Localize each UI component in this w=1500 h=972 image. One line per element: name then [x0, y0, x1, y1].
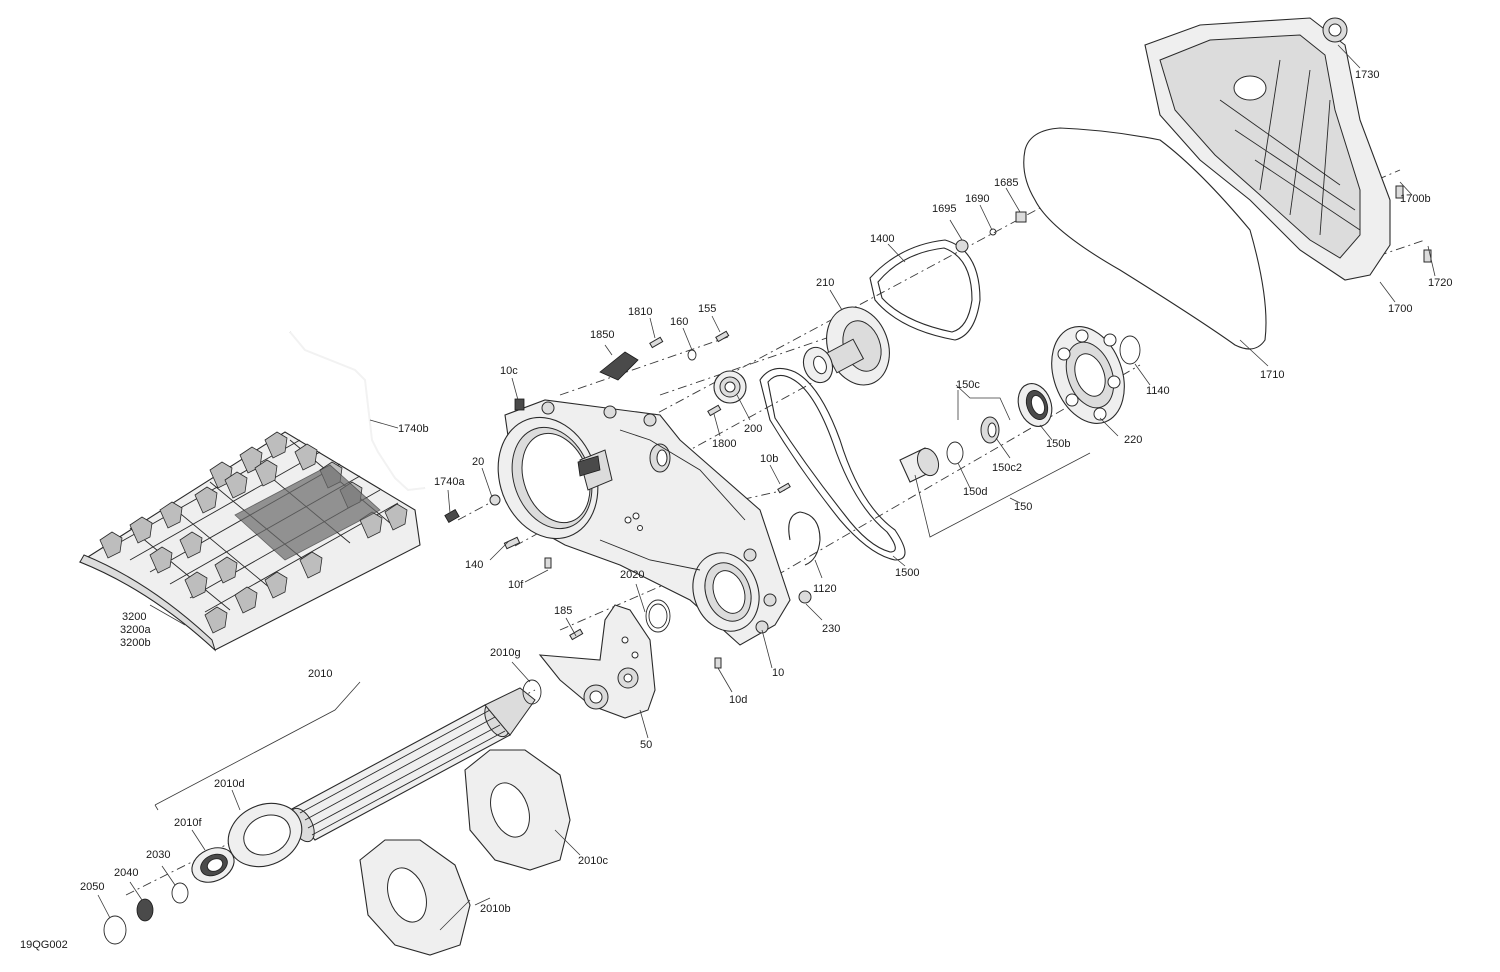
callout-10c: 10c	[500, 365, 518, 377]
gear-210	[802, 306, 890, 386]
callout-2050: 2050	[80, 881, 104, 893]
callout-2010: 2010	[308, 668, 332, 680]
callout-150: 150	[1014, 501, 1032, 513]
drive-sprocket-2010c	[464, 749, 571, 871]
callout-220: 220	[1124, 434, 1142, 446]
outer-cover-1700	[1144, 17, 1391, 281]
callout-1690: 1690	[965, 193, 989, 205]
ring-2050	[103, 915, 127, 945]
chain-1400	[869, 239, 981, 341]
callout-1720: 1720	[1428, 277, 1452, 289]
bearing-150b	[1017, 383, 1053, 427]
callout-1500: 1500	[895, 567, 919, 579]
callout-2010g: 2010g	[490, 647, 521, 659]
callout-2010d: 2010d	[214, 778, 245, 790]
callout-1850: 1850	[590, 329, 614, 341]
diagram-reference-code: 19QG002	[20, 939, 68, 951]
nut-2040	[136, 898, 154, 922]
callout-10f: 10f	[508, 579, 524, 591]
plate-2010d	[227, 802, 303, 868]
callout-1730: 1730	[1355, 69, 1379, 81]
callout-155: 155	[698, 303, 716, 315]
callout-10: 10	[772, 667, 784, 679]
bracket-50	[538, 604, 656, 719]
callout-140: 140	[465, 559, 483, 571]
ring-150d	[946, 441, 964, 465]
track-mat-3200	[78, 431, 421, 652]
oil-line-1740	[289, 331, 460, 524]
callout-3200b: 3200b	[120, 637, 151, 649]
callout-160: 160	[670, 316, 688, 328]
leader-lines	[97, 44, 1436, 931]
gasket-1710	[1023, 127, 1267, 350]
callout-150c2: 150c2	[992, 462, 1022, 474]
ring-1140	[1119, 335, 1141, 365]
callout-1140: 1140	[1146, 385, 1170, 397]
callout-200: 200	[744, 423, 762, 435]
callout-2010f: 2010f	[174, 817, 202, 829]
callout-1740b: 1740b	[398, 423, 429, 435]
callout-1400: 1400	[870, 233, 894, 245]
callout-230: 230	[822, 623, 840, 635]
chaincase-housing-10	[497, 399, 791, 646]
bearing-150c	[980, 416, 1000, 444]
drive-sprocket-2010b	[359, 839, 471, 956]
callout-3200: 3200	[122, 611, 146, 623]
ring-1120	[788, 511, 821, 566]
callout-1810: 1810	[628, 306, 652, 318]
small-hardware	[489, 185, 1432, 669]
callout-1685: 1685	[994, 177, 1018, 189]
callout-2040: 2040	[114, 867, 138, 879]
drive-shaft-2010	[289, 679, 542, 843]
callout-10b: 10b	[760, 453, 778, 465]
callout-1740a: 1740a	[434, 476, 465, 488]
callout-10d: 10d	[729, 694, 747, 706]
ring-2030	[171, 882, 189, 904]
chain-1500	[759, 367, 906, 561]
callout-150b: 150b	[1046, 438, 1070, 450]
callout-185: 185	[554, 605, 572, 617]
callout-1695: 1695	[932, 203, 956, 215]
callout-3200a: 3200a	[120, 624, 151, 636]
callout-1700: 1700	[1388, 303, 1412, 315]
callout-2010b: 2010b	[480, 903, 511, 915]
callout-20: 20	[472, 456, 484, 468]
callout-210: 210	[816, 277, 834, 289]
callout-50: 50	[640, 739, 652, 751]
bearing-2010f	[191, 847, 235, 883]
gear-220	[1051, 326, 1125, 424]
callout-1710: 1710	[1260, 369, 1284, 381]
callout-2020: 2020	[620, 569, 644, 581]
sprocket-200	[713, 370, 747, 404]
callout-2010c: 2010c	[578, 855, 608, 867]
callout-150c: 150c	[956, 379, 980, 391]
callout-150d: 150d	[963, 486, 987, 498]
callout-1120: 1120	[813, 583, 837, 595]
callout-1800: 1800	[712, 438, 736, 450]
callout-2030: 2030	[146, 849, 170, 861]
callout-labels: 1730 1700b 1720 1700 1710 1685 1690 1695…	[20, 69, 1452, 951]
needle-bearing-150	[899, 447, 940, 483]
callout-1700b: 1700b	[1400, 193, 1431, 205]
